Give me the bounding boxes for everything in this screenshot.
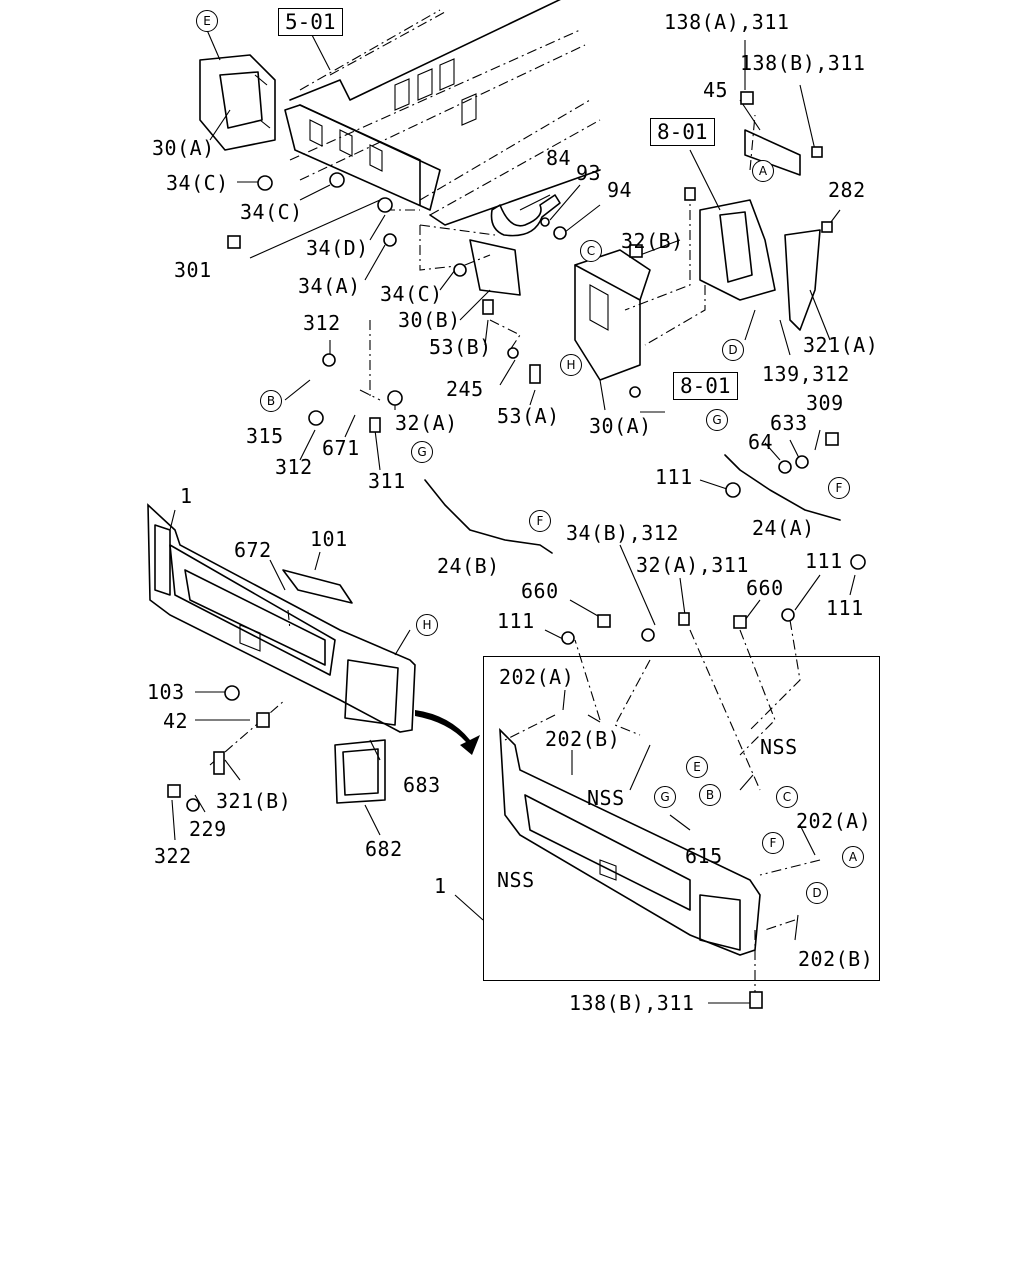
label-93: 93	[576, 161, 602, 185]
label-1-inset: 1	[434, 874, 447, 898]
label-660-b: 660	[746, 576, 784, 600]
label-64: 64	[748, 430, 774, 454]
marker-b-mid: B	[260, 390, 282, 412]
label-138a-311: 138(A),311	[664, 10, 790, 34]
label-301: 301	[174, 258, 212, 282]
marker-e-inset: E	[686, 756, 708, 778]
label-321a: 321(A)	[803, 333, 879, 357]
stay-24a	[724, 454, 841, 521]
label-32b: 32(B)	[621, 229, 684, 253]
label-1-main: 1	[180, 484, 193, 508]
stay-24b	[424, 479, 553, 554]
label-312-b: 312	[275, 455, 313, 479]
grille-101	[282, 569, 353, 604]
marker-f-left: F	[529, 510, 551, 532]
label-615: 615	[685, 844, 723, 868]
label-202b-top: 202(B)	[545, 727, 621, 751]
label-32a-311: 32(A),311	[636, 553, 749, 577]
bracket-30a-center	[469, 239, 651, 381]
label-34d: 34(D)	[306, 236, 369, 260]
bracket-30a-left	[199, 54, 276, 151]
bumper-main	[147, 503, 416, 733]
marker-f-inset: F	[762, 832, 784, 854]
label-34b-312: 34(B),312	[566, 521, 679, 545]
label-138b-311-top: 138(B),311	[740, 51, 866, 75]
lamp-bezel-682	[334, 739, 386, 804]
marker-b-inset: B	[699, 784, 721, 806]
marker-f-right: F	[828, 477, 850, 499]
label-682: 682	[365, 837, 403, 861]
label-42: 42	[163, 709, 189, 733]
label-34c-b: 34(C)	[240, 200, 303, 224]
ref-box-8-01-top[interactable]: 8-01	[650, 118, 715, 146]
tow-hook-84	[490, 194, 561, 237]
fasteners	[167, 91, 866, 1009]
marker-a-inset: A	[842, 846, 864, 868]
marker-d-inset: D	[806, 882, 828, 904]
label-111-a: 111	[655, 465, 693, 489]
label-683: 683	[403, 773, 441, 797]
label-34a: 34(A)	[298, 274, 361, 298]
label-30a-top: 30(A)	[152, 136, 215, 160]
marker-h-top: H	[560, 354, 582, 376]
ref-box-5-01[interactable]: 5-01	[278, 8, 343, 36]
label-34c-a: 34(C)	[166, 171, 229, 195]
label-32a: 32(A)	[395, 411, 458, 435]
label-660-a: 660	[521, 579, 559, 603]
marker-h-bumper: H	[416, 614, 438, 636]
marker-d-top: D	[722, 339, 744, 361]
ref-box-8-01-bottom[interactable]: 8-01	[673, 372, 738, 400]
label-53a: 53(A)	[497, 404, 560, 428]
label-138b-311-bottom: 138(B),311	[569, 991, 695, 1015]
frame-crossmember	[284, 0, 601, 226]
label-24b: 24(B)	[437, 554, 500, 578]
label-30a-bottom: 30(A)	[589, 414, 652, 438]
label-101: 101	[310, 527, 348, 551]
label-34c-c: 34(C)	[380, 282, 443, 306]
label-202b-right: 202(B)	[798, 947, 874, 971]
marker-e-top: E	[196, 10, 218, 32]
label-nss-a: NSS	[760, 735, 798, 759]
label-312-a: 312	[303, 311, 341, 335]
inset-detail-frame	[483, 656, 880, 981]
marker-c-top: C	[580, 240, 602, 262]
label-24a: 24(A)	[752, 516, 815, 540]
label-139-312: 139,312	[762, 362, 850, 386]
marker-g-inset: G	[654, 786, 676, 808]
label-321b: 321(B)	[216, 789, 292, 813]
label-30b: 30(B)	[398, 308, 461, 332]
label-53b: 53(B)	[429, 335, 492, 359]
label-309: 309	[806, 391, 844, 415]
marker-c-inset: C	[776, 786, 798, 808]
marker-g-left: G	[411, 441, 433, 463]
label-94: 94	[607, 178, 633, 202]
label-111-b: 111	[497, 609, 535, 633]
label-nss-c: NSS	[497, 868, 535, 892]
label-202a-top: 202(A)	[499, 665, 575, 689]
label-nss-b: NSS	[587, 786, 625, 810]
label-111-c: 111	[805, 549, 843, 573]
bracket-right	[699, 129, 821, 331]
label-672: 672	[234, 538, 272, 562]
marker-g-right: G	[706, 409, 728, 431]
label-84: 84	[546, 146, 572, 170]
label-202a-right: 202(A)	[796, 809, 872, 833]
label-111-d: 111	[826, 596, 864, 620]
label-311: 311	[368, 469, 406, 493]
label-229: 229	[189, 817, 227, 841]
label-282: 282	[828, 178, 866, 202]
leader-lines	[169, 29, 856, 1004]
marker-a-top: A	[752, 160, 774, 182]
label-322: 322	[154, 844, 192, 868]
label-633: 633	[770, 411, 808, 435]
label-45: 45	[703, 78, 729, 102]
label-103: 103	[147, 680, 185, 704]
label-671: 671	[322, 436, 360, 460]
label-245: 245	[446, 377, 484, 401]
detail-arrow	[415, 710, 480, 755]
label-315: 315	[246, 424, 284, 448]
